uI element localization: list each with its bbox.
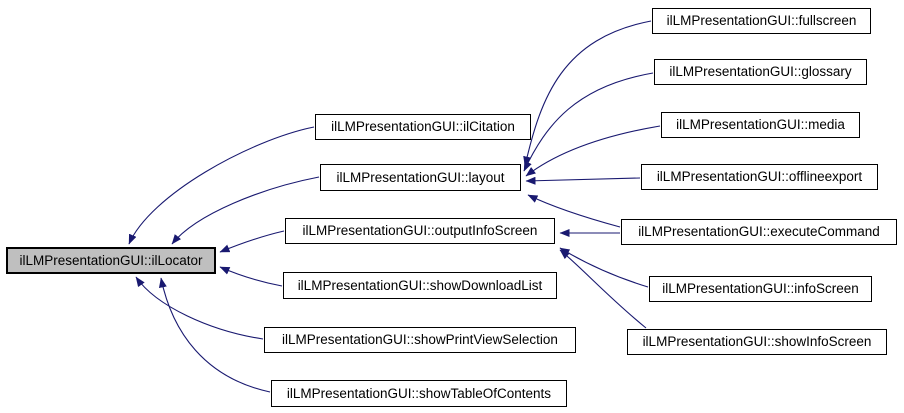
edge-glossary-to-layout — [523, 72, 654, 172]
graph-node-layout[interactable]: ilLMPresentationGUI::layout — [320, 164, 521, 191]
edge-showDownloadList-to-ilLocator — [219, 266, 283, 287]
graph-node-infoScreen[interactable]: ilLMPresentationGUI::infoScreen — [649, 276, 872, 302]
edge-outputInfoScreen-to-ilLocator — [219, 230, 285, 253]
graph-node-outputInfoScreen[interactable]: ilLMPresentationGUI::outputInfoScreen — [285, 218, 555, 244]
edge-ilCitation-to-ilLocator — [128, 126, 315, 245]
edge-showInfoScreen-to-outputInfoScreen — [559, 249, 647, 329]
edge-offlineexport-to-layout — [525, 176, 641, 185]
graph-node-glossary[interactable]: ilLMPresentationGUI::glossary — [654, 59, 867, 85]
graph-node-fullscreen[interactable]: ilLMPresentationGUI::fullscreen — [652, 8, 871, 34]
edge-layout-to-ilLocator — [171, 176, 320, 245]
graph-node-executeCommand[interactable]: ilLMPresentationGUI::executeCommand — [621, 219, 897, 245]
edge-media-to-layout — [525, 125, 661, 177]
edge-fullscreen-to-layout — [523, 20, 652, 167]
graph-node-ilCitation[interactable]: ilLMPresentationGUI::ilCitation — [315, 114, 531, 140]
edge-executeCommand-to-layout — [527, 194, 621, 228]
graph-node-showInfoScreen[interactable]: ilLMPresentationGUI::showInfoScreen — [627, 329, 887, 355]
graph-node-media[interactable]: ilLMPresentationGUI::media — [661, 112, 860, 138]
graph-node-showDownloadList[interactable]: ilLMPresentationGUI::showDownloadList — [283, 272, 557, 299]
graph-node-ilLocator: ilLMPresentationGUI::ilLocator — [6, 247, 216, 274]
graph-node-offlineexport[interactable]: ilLMPresentationGUI::offlineexport — [641, 164, 878, 190]
graph-node-showPrintViewSelection[interactable]: ilLMPresentationGUI::showPrintViewSelect… — [264, 327, 576, 353]
graph-node-showTableOfContents[interactable]: ilLMPresentationGUI::showTableOfContents — [271, 380, 567, 407]
edge-showTableOfContents-to-ilLocator — [158, 277, 271, 393]
edge-infoScreen-to-outputInfoScreen — [559, 247, 649, 288]
edge-showPrintViewSelection-to-ilLocator — [135, 276, 264, 340]
